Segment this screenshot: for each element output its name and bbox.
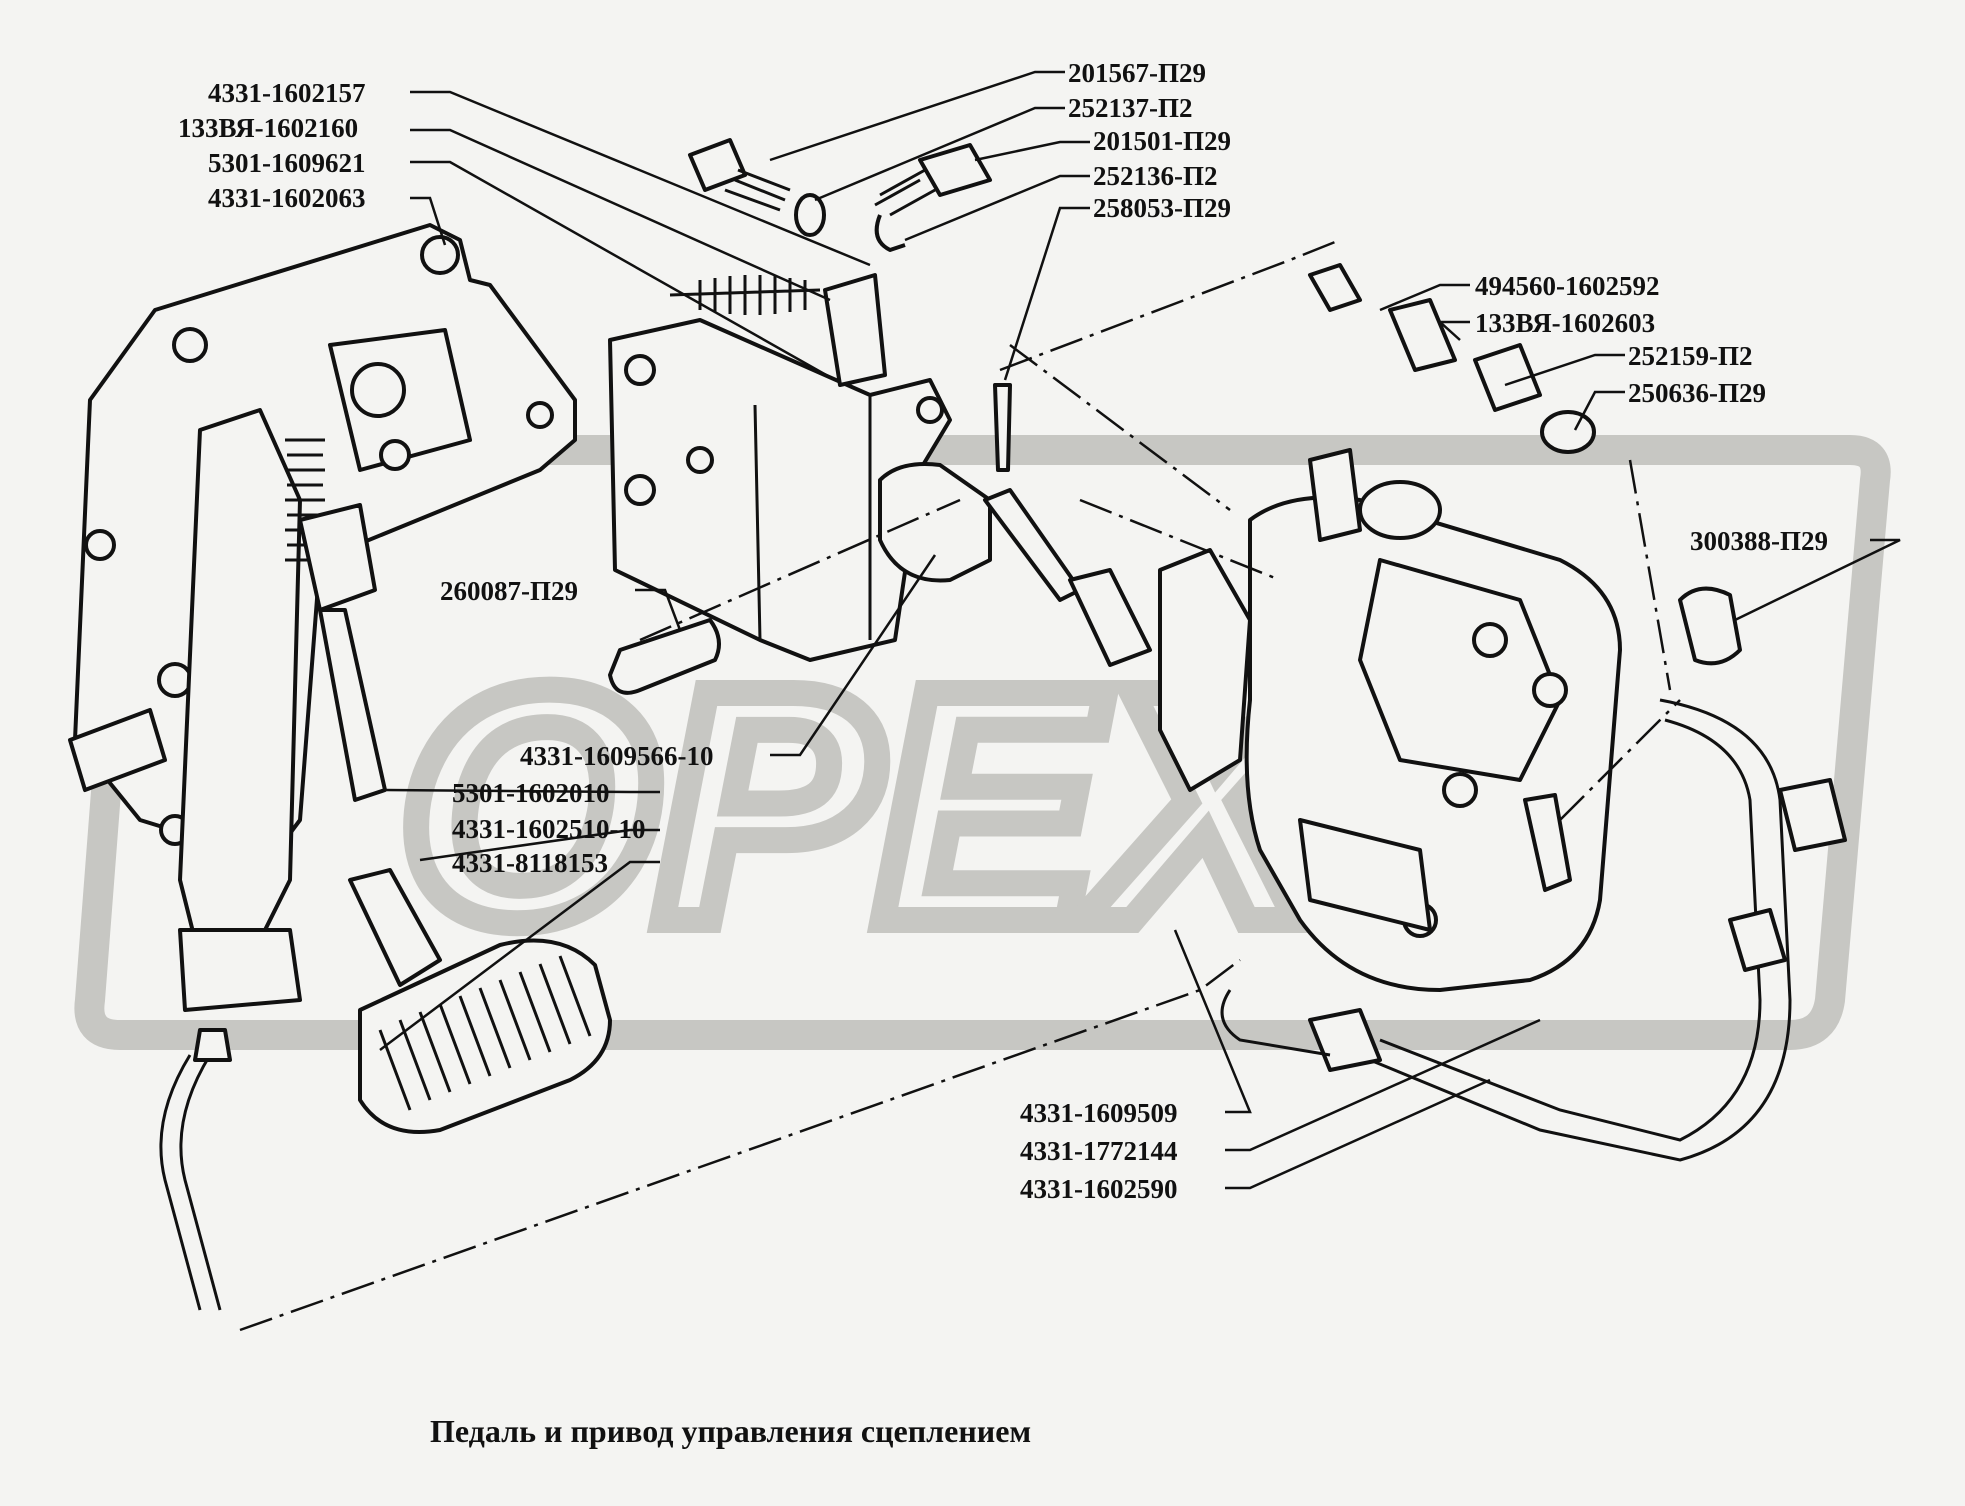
part-label-4331-1602590: 4331-1602590: [1020, 1174, 1178, 1204]
part-labels: 4331-1602157 133ВЯ-1602160 5301-1609621 …: [178, 58, 1828, 1204]
center-bracket: [608, 273, 1012, 695]
axis-lines: [239, 238, 1681, 1332]
part-label-4331-1602063: 4331-1602063: [208, 183, 366, 213]
part-label-250636-П29: 250636-П29: [1628, 378, 1766, 408]
part-label-201501-П29: 201501-П29: [1093, 126, 1231, 156]
right-fittings: [1220, 263, 1847, 1162]
part-label-4331-1602157: 4331-1602157: [208, 78, 366, 108]
part-label-201567-П29: 201567-П29: [1068, 58, 1206, 88]
part-label-133ВЯ-1602160: 133ВЯ-1602160: [178, 113, 358, 143]
clutch-booster: [1158, 448, 1622, 992]
part-label-4331-1602510-10: 4331-1602510-10: [452, 814, 645, 844]
part-label-4331-8118153: 4331-8118153: [452, 848, 608, 878]
part-label-4331-1609509: 4331-1609509: [1020, 1098, 1178, 1128]
part-label-4331-1772144: 4331-1772144: [1020, 1136, 1178, 1166]
leader-lines: [379, 70, 1901, 1190]
part-label-494560-1602592: 494560-1602592: [1475, 271, 1660, 301]
part-label-252137-П2: 252137-П2: [1068, 93, 1193, 123]
push-rod: [983, 488, 1152, 667]
diagram-caption: Педаль и привод управления сцеплением: [430, 1413, 1031, 1449]
top-bolts: [688, 138, 992, 252]
part-label-4331-1609566-10: 4331-1609566-10: [520, 741, 713, 771]
part-label-133ВЯ-1602603: 133ВЯ-1602603: [1475, 308, 1655, 338]
part-label-252159-П2: 252159-П2: [1628, 341, 1753, 371]
part-label-300388-П29: 300388-П29: [1690, 526, 1828, 556]
part-label-258053-П29: 258053-П29: [1093, 193, 1231, 223]
part-label-252136-П2: 252136-П2: [1093, 161, 1218, 191]
part-label-260087-П29: 260087-П29: [440, 576, 578, 606]
pedal-bracket: [68, 223, 612, 1311]
part-label-5301-1609621: 5301-1609621: [208, 148, 366, 178]
part-label-5301-1602010: 5301-1602010: [452, 778, 610, 808]
